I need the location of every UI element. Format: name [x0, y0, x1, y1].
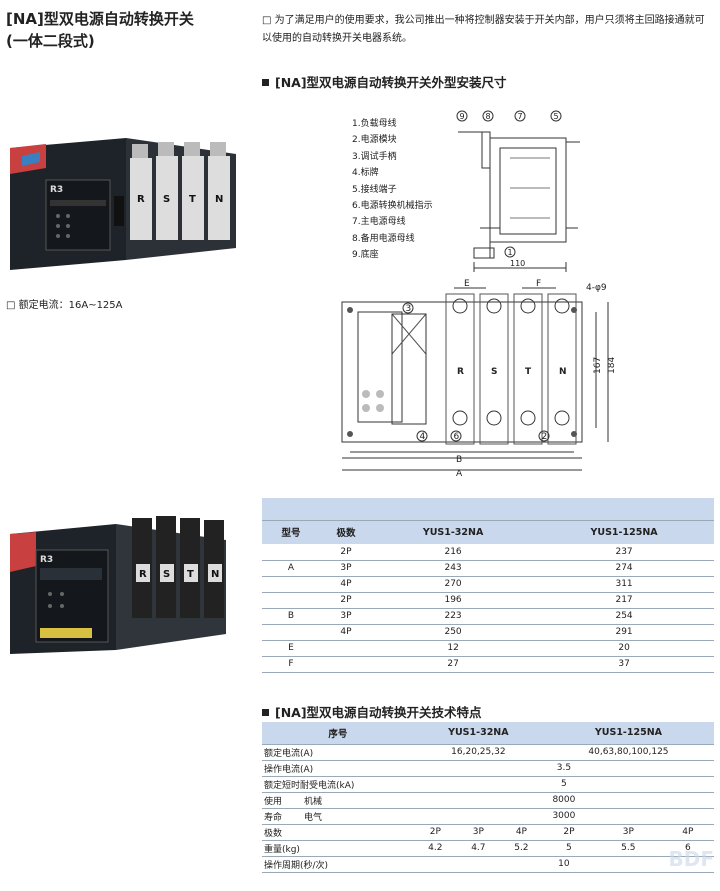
pole-label-t: T [189, 194, 196, 205]
legend-item: 4.标牌 [352, 168, 379, 179]
table-row: 额定短时耐受电流(kA) 5 [262, 776, 714, 793]
callout-4: 4 [420, 432, 426, 442]
legend-item: 6.电源转换机械指示 [352, 201, 433, 212]
pole-label-s: S [163, 194, 170, 205]
callout-2: 2 [542, 432, 548, 442]
brand-logo: R3 [50, 185, 63, 195]
dim-184: 184 [607, 357, 617, 374]
tech-spec-table: 序号 YUS1-32NA YUS1-125NA 额定电流(A) 16,20,25… [262, 722, 714, 873]
dim-167: 167 [593, 357, 603, 374]
legend-item: 2.电源模块 [352, 135, 397, 146]
callout-8: 8 [486, 112, 491, 121]
pole-label-t-2: T [187, 569, 194, 580]
table-row: 重量(kg) 4.2 4.7 5.2 5 5.5 6 [262, 840, 714, 857]
pole-label-n-2: N [211, 569, 219, 580]
dim-f: F [536, 279, 541, 289]
top-view-drawing: E F 4-φ9 B A 167 184 R S T N 3 4 6 2 [336, 278, 624, 480]
legend-item: 1.负载母线 [352, 119, 397, 129]
dim-b: B [456, 455, 462, 465]
legend-item: 5.接线端子 [352, 184, 397, 195]
callout-6: 6 [454, 432, 460, 442]
section-title-tech: [NA]型双电源自动转换开关技术特点 [262, 702, 482, 721]
table-row: 额定电流(A) 16,20,25,32 40,63,80,100,125 [262, 744, 714, 761]
pole-r: R [457, 367, 464, 377]
product-photo-1: R3 R S T N [6, 130, 246, 280]
dim-holes: 4-φ9 [586, 283, 607, 293]
callout-7: 7 [518, 112, 523, 121]
table-header: 型号 极数 YUS1-32NA YUS1-125NA [262, 520, 714, 544]
table-row: 使用 机械 8000 [262, 792, 714, 809]
callout-9: 9 [460, 112, 465, 121]
legend-item: 8.备用电源母线 [352, 233, 415, 244]
rated-current-note: □ 额定电流：16A~125A [6, 300, 123, 311]
pole-n: N [559, 367, 567, 377]
dim-a: A [456, 469, 463, 479]
legend-item: 9.底座 [352, 250, 379, 261]
pole-label-r-2: R [139, 569, 147, 580]
table-header: 序号 YUS1-32NA YUS1-125NA [262, 722, 714, 745]
pole-label-n: N [215, 194, 223, 205]
product-photo-2: R3 R S T N [6, 510, 236, 660]
table-row: 寿命 电气 3000 [262, 808, 714, 825]
callout-1: 1 [508, 248, 513, 257]
table-row: 极数 2P 3P 4P 2P 3P 4P [262, 824, 714, 841]
side-view-drawing: 9 8 7 5 1 110 [450, 108, 590, 272]
callout-5: 5 [554, 112, 559, 121]
pole-label-r: R [137, 194, 145, 205]
table-row: 操作周期(秒/次) 10 [262, 856, 714, 873]
section-title-dimensions: [NA]型双电源自动转换开关外型安装尺寸 [262, 72, 507, 91]
page-title: [NA]型双电源自动转换开关 (一体二段式) [6, 10, 194, 50]
watermark-logo: BDF [668, 847, 714, 871]
intro-text: □ 为了满足用户的使用要求，我公司推出一种将控制器安装于开关内部，用户只须将主回… [262, 15, 705, 44]
dim-e: E [464, 279, 470, 289]
parts-legend: 1.负载母线 2.电源模块 3.调试手柄 4.标牌 5.接线端子 6.电源转换机… [352, 116, 433, 264]
pole-label-s-2: S [163, 569, 170, 580]
pole-s: S [491, 367, 497, 377]
brand-logo-2: R3 [40, 555, 53, 565]
callout-3: 3 [406, 304, 412, 314]
legend-item: 3.调试手柄 [352, 151, 397, 162]
legend-item: 7.主电源母线 [352, 217, 406, 228]
pole-t: T [525, 367, 532, 377]
table-row: 操作电流(A) 3.5 [262, 760, 714, 777]
dim-110: 110 [510, 259, 525, 268]
